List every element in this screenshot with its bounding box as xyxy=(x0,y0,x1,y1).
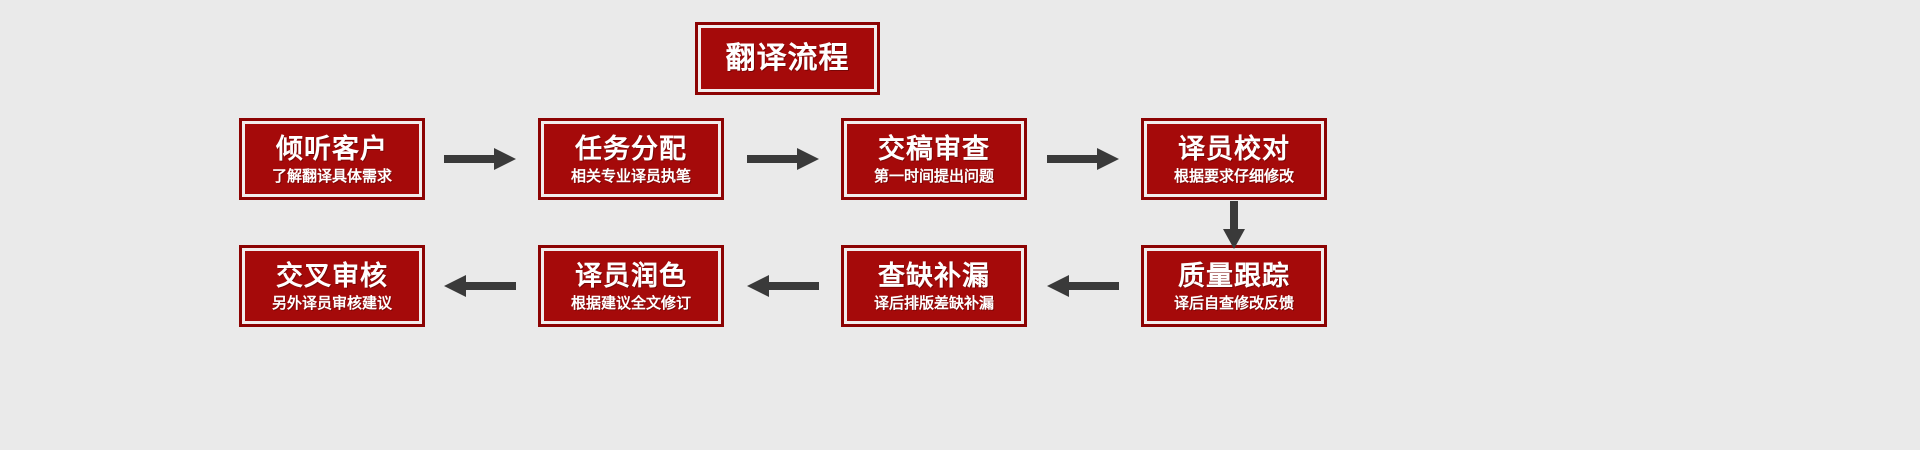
arrow-head xyxy=(494,148,516,170)
arrow-right-icon-step3-step4 xyxy=(1047,146,1119,172)
step-1-title: 倾听客户 xyxy=(276,134,388,165)
arrow-shaft xyxy=(1047,155,1099,163)
step-node-6: 查缺补漏 译后排版差缺补漏 xyxy=(841,245,1027,327)
step-node-3: 交稿审查 第一时间提出问题 xyxy=(841,118,1027,200)
arrow-left-icon-step6-step7 xyxy=(747,273,819,299)
arrow-right-icon-step1-step2 xyxy=(444,146,516,172)
step-7-subtitle: 根据建议全文修订 xyxy=(570,294,691,312)
arrow-head xyxy=(444,275,466,297)
step-4-subtitle: 根据要求仔细修改 xyxy=(1173,167,1294,185)
arrow-shaft xyxy=(1230,201,1238,231)
step-5-subtitle: 译后自查修改反馈 xyxy=(1173,294,1294,312)
flowchart-title-text: 翻译流程 xyxy=(725,41,850,75)
arrow-head xyxy=(747,275,769,297)
step-3-title: 交稿审查 xyxy=(878,134,990,165)
step-3-subtitle: 第一时间提出问题 xyxy=(873,167,994,185)
step-2-subtitle: 相关专业译员执笔 xyxy=(570,167,691,185)
step-7-title: 译员润色 xyxy=(575,261,687,292)
step-node-1: 倾听客户 了解翻译具体需求 xyxy=(239,118,425,200)
step-node-7: 译员润色 根据建议全文修订 xyxy=(538,245,724,327)
step-node-4: 译员校对 根据要求仔细修改 xyxy=(1141,118,1327,200)
arrow-shaft xyxy=(767,282,819,290)
arrow-head xyxy=(797,148,819,170)
arrow-shaft xyxy=(464,282,516,290)
flowchart-title-node: 翻译流程 xyxy=(695,22,880,95)
arrow-right-icon-step2-step3 xyxy=(747,146,819,172)
arrow-head xyxy=(1097,148,1119,170)
step-6-title: 查缺补漏 xyxy=(878,261,990,292)
arrow-left-icon-step7-step8 xyxy=(444,273,516,299)
step-8-subtitle: 另外译员审核建议 xyxy=(271,294,392,312)
step-6-subtitle: 译后排版差缺补漏 xyxy=(873,294,994,312)
arrow-shaft xyxy=(747,155,799,163)
step-2-title: 任务分配 xyxy=(575,134,687,165)
arrow-left-icon-step5-step6 xyxy=(1047,273,1119,299)
arrow-head xyxy=(1047,275,1069,297)
arrow-head xyxy=(1223,229,1245,249)
step-node-8: 交叉审核 另外译员审核建议 xyxy=(239,245,425,327)
arrow-shaft xyxy=(1067,282,1119,290)
step-5-title: 质量跟踪 xyxy=(1178,261,1290,292)
step-1-subtitle: 了解翻译具体需求 xyxy=(271,167,392,185)
arrow-down-icon-step4-step5 xyxy=(1221,201,1247,249)
step-node-2: 任务分配 相关专业译员执笔 xyxy=(538,118,724,200)
step-4-title: 译员校对 xyxy=(1178,134,1290,165)
step-8-title: 交叉审核 xyxy=(276,261,388,292)
step-node-5: 质量跟踪 译后自查修改反馈 xyxy=(1141,245,1327,327)
arrow-shaft xyxy=(444,155,496,163)
